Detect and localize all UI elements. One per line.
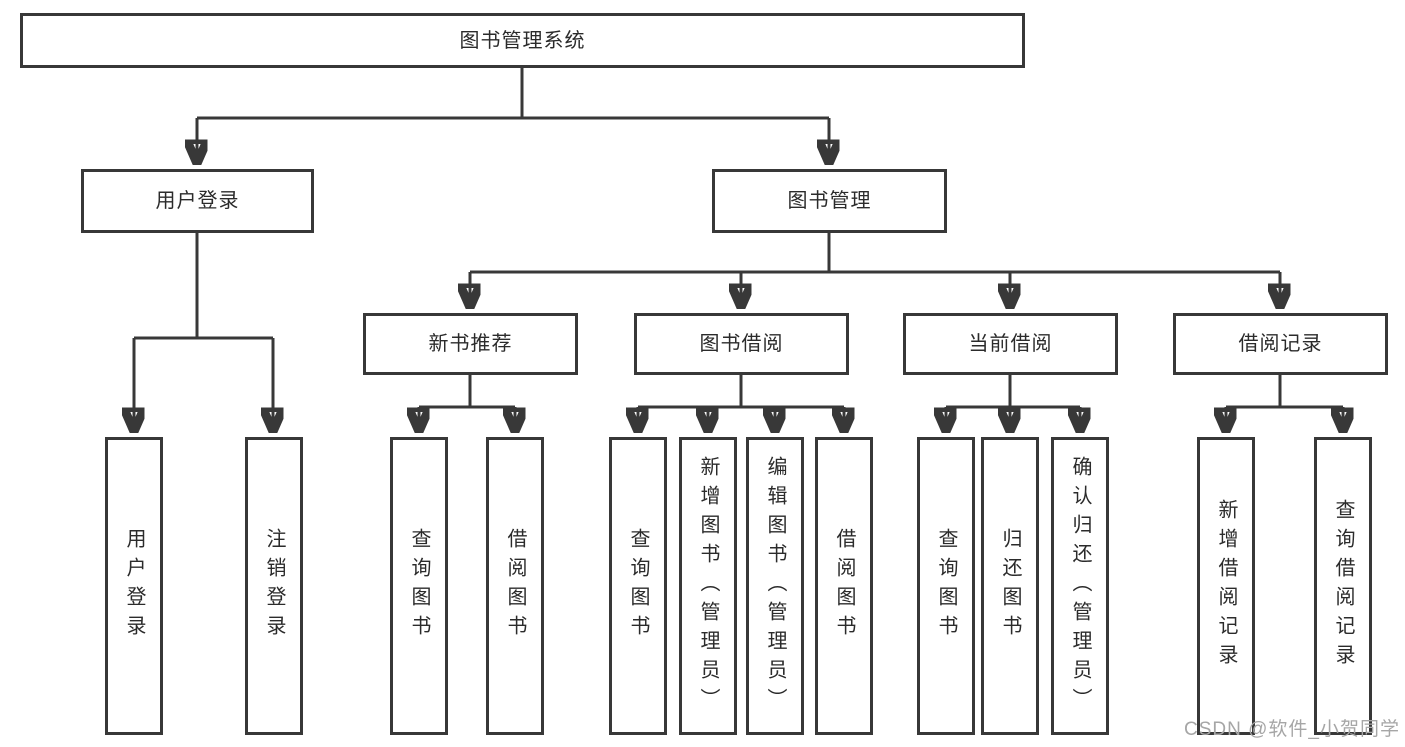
leaf-current-query-books: 查询图书 [917, 437, 975, 735]
node-label: 图书管理 [787, 190, 872, 212]
leaf-return-books: 归还图书 [981, 437, 1039, 735]
node-label: 查询借阅记录 [1332, 499, 1354, 673]
leaf-borrow-query-books: 查询图书 [609, 437, 667, 735]
node-label: 图书管理系统 [459, 29, 586, 52]
node-borrow-records: 借阅记录 [1173, 313, 1388, 375]
node-label: 归还图书 [999, 528, 1021, 644]
node-user-login: 用户登录 [81, 169, 314, 233]
node-label: 确认归还（管理员） [1069, 455, 1091, 717]
leaf-borrow-books: 借阅图书 [815, 437, 873, 735]
leaf-add-borrow-record: 新增借阅记录 [1197, 437, 1255, 735]
leaf-logout: 注销登录 [245, 437, 303, 735]
node-label: 新书推荐 [428, 333, 513, 355]
node-label: 当前借阅 [968, 333, 1053, 355]
node-label: 注销登录 [263, 528, 285, 644]
leaf-edit-books-admin: 编辑图书（管理员） [746, 437, 804, 735]
leaf-confirm-return-admin: 确认归还（管理员） [1051, 437, 1109, 735]
node-label: 编辑图书（管理员） [764, 455, 786, 717]
leaf-recommend-borrow-books: 借阅图书 [486, 437, 544, 735]
node-label: 借阅图书 [833, 528, 855, 644]
node-current-borrow: 当前借阅 [903, 313, 1118, 375]
node-label: 新增图书（管理员） [697, 455, 719, 717]
leaf-query-borrow-record: 查询借阅记录 [1314, 437, 1372, 735]
node-label: 查询图书 [408, 528, 430, 644]
node-label: 用户登录 [155, 190, 240, 212]
leaf-recommend-query-books: 查询图书 [390, 437, 448, 735]
node-library-management-system: 图书管理系统 [20, 13, 1025, 68]
node-label: 借阅记录 [1238, 333, 1323, 355]
node-book-borrow: 图书借阅 [634, 313, 849, 375]
node-new-book-recommend: 新书推荐 [363, 313, 578, 375]
leaf-user-login: 用户登录 [105, 437, 163, 735]
node-label: 新增借阅记录 [1215, 499, 1237, 673]
node-label: 图书借阅 [699, 333, 784, 355]
node-book-management: 图书管理 [712, 169, 947, 233]
leaf-add-books-admin: 新增图书（管理员） [679, 437, 737, 735]
node-label: 借阅图书 [504, 528, 526, 644]
node-label: 查询图书 [627, 528, 649, 644]
node-label: 用户登录 [123, 528, 145, 644]
node-label: 查询图书 [935, 528, 957, 644]
csdn-watermark: CSDN @软件_小贺同学 [1184, 719, 1400, 740]
